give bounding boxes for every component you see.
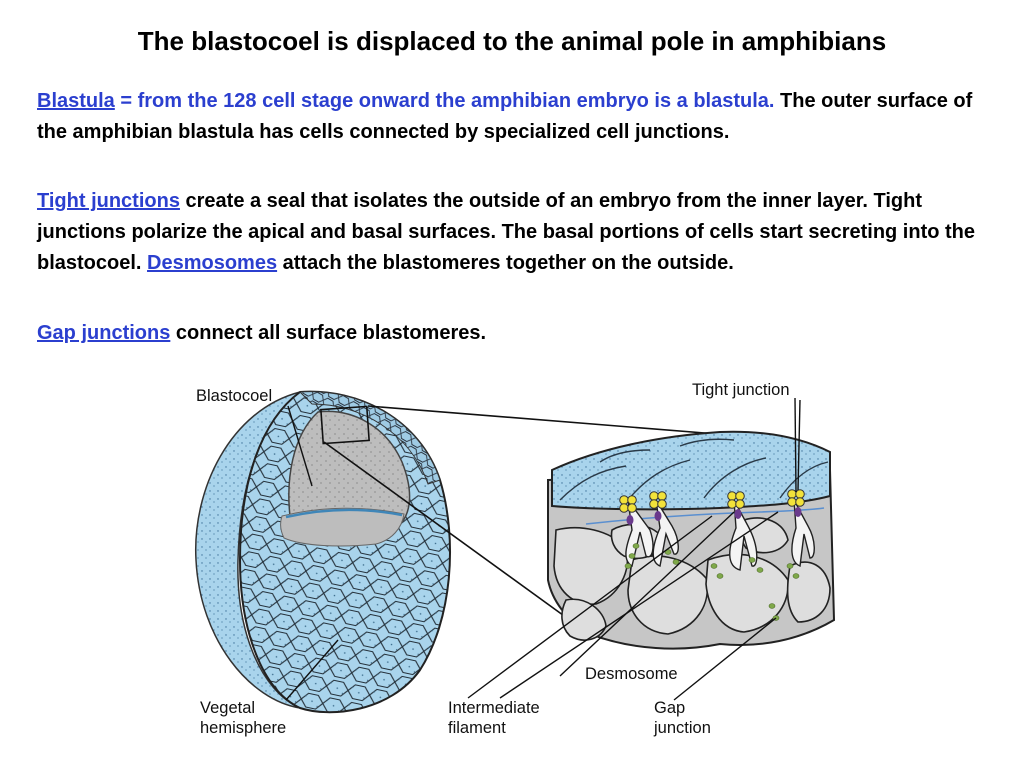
tight-junctions-text: create a seal that isolates the outside … bbox=[37, 190, 976, 274]
blastula-definition: = from the 128 cell stage onward the amp… bbox=[114, 90, 775, 112]
link-blastula[interactable]: Blastula bbox=[37, 90, 115, 112]
paragraph-gap-junctions: Gap junctions connect all surface blasto… bbox=[37, 318, 987, 349]
blastula-text: The outer surface of the amphibian blast… bbox=[37, 90, 973, 143]
desmosome-markers bbox=[626, 507, 802, 525]
label-junction: junction bbox=[654, 719, 711, 737]
label-desmosome: Desmosome bbox=[585, 665, 678, 683]
inset-box bbox=[320, 405, 370, 445]
label-blastocoel: Blastocoel bbox=[196, 387, 273, 405]
apical-surface bbox=[551, 430, 831, 511]
desmosomes-text: attach the blastomeres together on the o… bbox=[277, 252, 734, 274]
paragraph-blastula: Blastula = from the 128 cell stage onwar… bbox=[37, 86, 987, 148]
label-vegetal: Vegetal bbox=[200, 699, 256, 717]
tight-junction-markers bbox=[619, 489, 805, 513]
label-tight-junction: Tight junction bbox=[692, 381, 790, 399]
inset-connector-lines bbox=[323, 405, 743, 619]
leader-lines bbox=[285, 397, 801, 701]
link-tight-junctions[interactable]: Tight junctions bbox=[37, 190, 180, 212]
paragraph-tight-junctions: Tight junctions create a seal that isola… bbox=[37, 186, 987, 279]
gap-junction-markers bbox=[624, 543, 800, 621]
blastula-embryo bbox=[194, 390, 451, 714]
magnified-cell-layer bbox=[547, 430, 836, 650]
link-gap-junctions[interactable]: Gap junctions bbox=[37, 322, 171, 344]
blastocoel-floor bbox=[280, 507, 405, 547]
slide-title: The blastocoel is displaced to the anima… bbox=[137, 26, 887, 56]
gap-junctions-text: connect all surface blastomeres. bbox=[170, 322, 487, 344]
label-gap: Gap bbox=[654, 699, 686, 717]
label-hemisphere: hemisphere bbox=[200, 719, 287, 737]
link-desmosomes[interactable]: Desmosomes bbox=[147, 252, 278, 274]
label-intermediate: Intermediate bbox=[448, 699, 540, 717]
label-filament: filament bbox=[448, 719, 506, 737]
